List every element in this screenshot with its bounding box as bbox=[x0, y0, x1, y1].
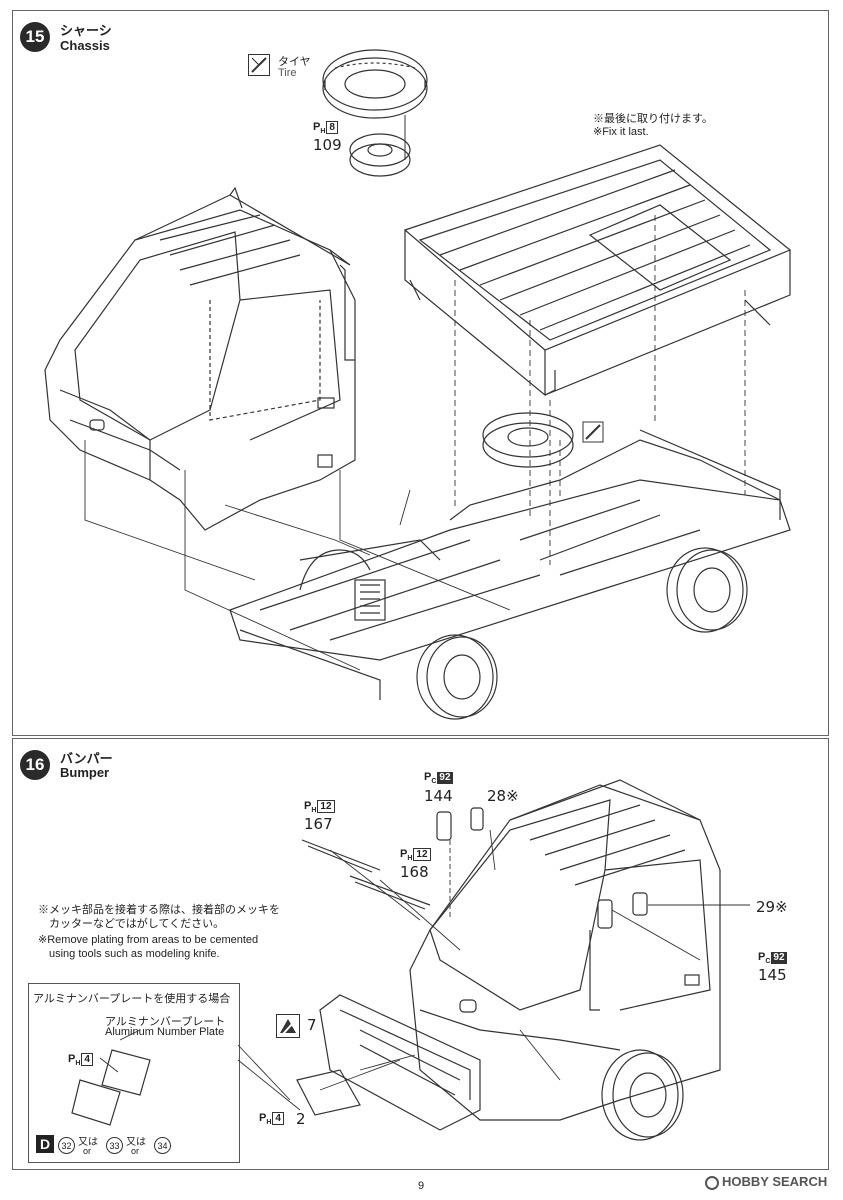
mirror4-part-number: 145 bbox=[758, 966, 787, 984]
front-right-wheel-drawing bbox=[299, 549, 371, 591]
chassis-frame-drawing bbox=[229, 429, 791, 700]
step16-frame bbox=[12, 738, 829, 1170]
inset-label-en: Aluminum Number Plate bbox=[105, 1026, 225, 1038]
cab-drawing bbox=[44, 186, 356, 531]
watermark: HOBBY SEARCH bbox=[705, 1174, 827, 1190]
tire-drawing bbox=[322, 49, 428, 119]
decal-number-3: 34 bbox=[154, 1137, 171, 1154]
chrome-part-icon bbox=[276, 1014, 300, 1038]
spare-tire-drawing bbox=[482, 412, 574, 468]
plating-note-jp-1: ※メッキ部品を接着する際は、接着部のメッキを bbox=[38, 904, 280, 916]
front-left-wheel-drawing bbox=[416, 634, 498, 720]
plating-note-jp-2: カッターなどではがしてください。 bbox=[49, 918, 225, 930]
step15-title-en: Chassis bbox=[60, 38, 110, 53]
watermark-icon bbox=[705, 1175, 719, 1190]
inset-label-jp: アルミナンバープレート bbox=[105, 1016, 226, 1028]
step15-number-badge: 15 bbox=[20, 22, 50, 52]
step16-title-en: Bumper bbox=[60, 765, 110, 780]
bumper-part-number: 7 bbox=[307, 1016, 317, 1034]
step15-title-jp: シャーシ bbox=[60, 23, 112, 38]
or-en-1: or bbox=[83, 1146, 92, 1156]
assembly-lines bbox=[84, 215, 746, 671]
tire-label-jp: タイヤ bbox=[278, 56, 311, 68]
fix-last-note-jp: ※最後に取り付けます。 bbox=[593, 113, 713, 125]
decal-letter-box: D bbox=[36, 1135, 54, 1153]
step16-title-jp: バンパー bbox=[60, 751, 113, 766]
tire-label-en: Tire bbox=[278, 67, 297, 79]
bed-drawing bbox=[403, 144, 792, 397]
spare-tire-icon bbox=[582, 421, 604, 443]
wiper1-part-number: 167 bbox=[304, 815, 333, 833]
plating-note-en-1: ※Remove plating from areas to be cemente… bbox=[38, 934, 259, 946]
wheel-part-number: 109 bbox=[313, 136, 342, 154]
wheel-drawing bbox=[349, 133, 411, 177]
decal-number-1: 32 bbox=[58, 1137, 75, 1154]
or-en-2: or bbox=[131, 1146, 140, 1156]
inset-heading: アルミナンバープレートを使用する場合 bbox=[33, 993, 231, 1005]
step15-frame bbox=[12, 10, 829, 736]
tire-icon bbox=[248, 54, 270, 76]
plating-note-en-2: using tools such as modeling knife. bbox=[49, 948, 220, 960]
chassis-illustration bbox=[44, 49, 792, 720]
wiper2-part-number: 168 bbox=[400, 863, 429, 881]
or-jp-2: 又は bbox=[126, 1137, 146, 1148]
plate-part-number: 2 bbox=[296, 1110, 306, 1128]
page-number: 9 bbox=[418, 1180, 425, 1192]
decal-number-2: 33 bbox=[106, 1137, 123, 1154]
fix-last-note-en: ※Fix it last. bbox=[593, 126, 649, 138]
or-jp-1: 又は bbox=[78, 1137, 98, 1148]
mirror3-part-number: 29※ bbox=[756, 898, 788, 916]
step16-number-badge: 16 bbox=[20, 750, 50, 780]
rear-right-wheel-drawing bbox=[666, 547, 748, 633]
mirror2-part-number: 28※ bbox=[487, 787, 519, 805]
mirror-part-number: 144 bbox=[424, 787, 453, 805]
